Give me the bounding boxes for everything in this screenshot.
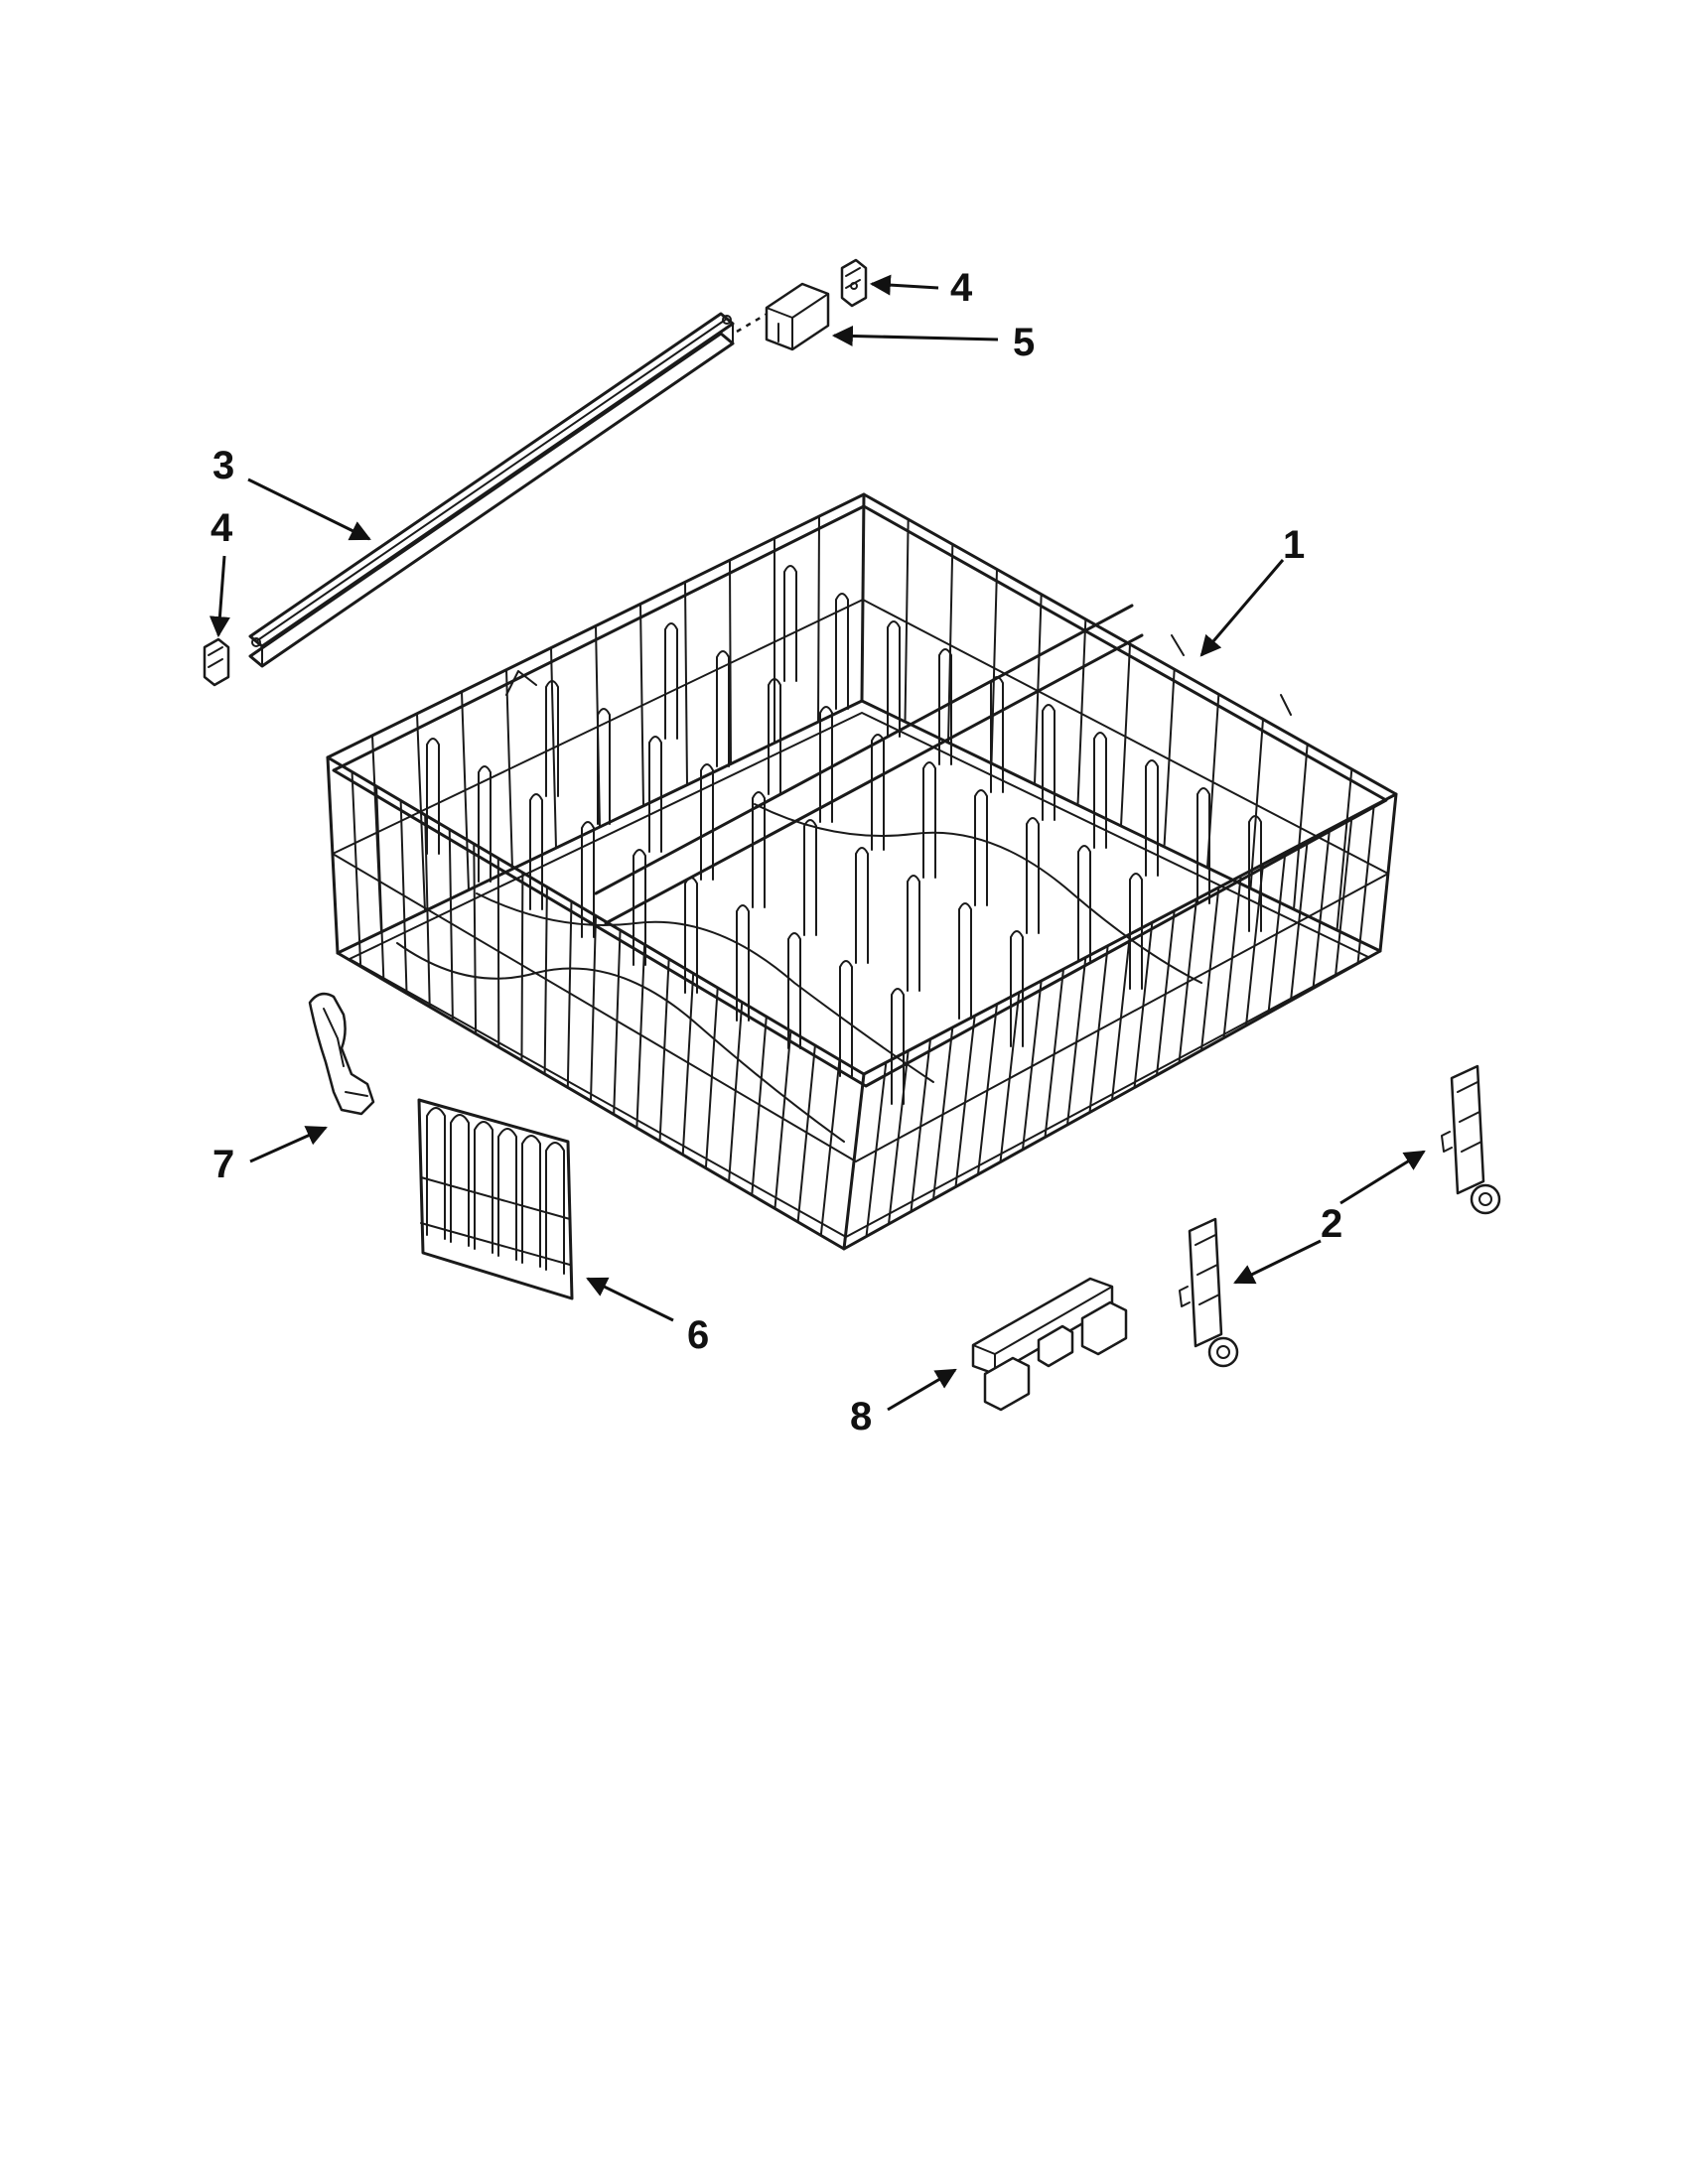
rack-adjuster-part-b (1179, 1217, 1239, 1368)
leader-line-4b (209, 555, 230, 638)
track-end-cap-part (765, 282, 830, 351)
rack-clip-part (308, 992, 375, 1116)
leader-line-5 (831, 325, 999, 346)
callout-1: 1 (1283, 523, 1305, 567)
callout-4-upper: 4 (950, 266, 973, 310)
rack-track-part (248, 310, 772, 668)
leader-line-2b (1233, 1239, 1322, 1285)
tine-row-part (417, 1098, 574, 1300)
rack-adjuster-part-a (1441, 1064, 1501, 1215)
track-stop-lower-part (203, 637, 230, 687)
callout-labels: 1 2 3 4 4 5 6 7 8 (211, 266, 1342, 1438)
leader-line-3 (247, 478, 371, 541)
callout-6: 6 (687, 1313, 709, 1357)
leader-line-1 (1199, 559, 1285, 657)
leader-line-6 (586, 1277, 674, 1322)
callout-8: 8 (850, 1395, 872, 1438)
callout-7: 7 (212, 1143, 234, 1186)
leader-line-8 (887, 1368, 957, 1412)
track-stop-upper-part (840, 258, 868, 308)
callout-4-lower: 4 (211, 506, 233, 550)
upper-rack-part (326, 492, 1398, 1251)
rack-bumper-part (971, 1277, 1128, 1412)
callout-2: 2 (1321, 1202, 1342, 1246)
callout-3: 3 (212, 444, 234, 487)
leader-line-2a (1339, 1150, 1426, 1205)
callout-5: 5 (1013, 321, 1035, 364)
leader-line-7 (249, 1126, 328, 1163)
leader-line-4a (869, 274, 939, 296)
leader-lines (209, 274, 1426, 1412)
